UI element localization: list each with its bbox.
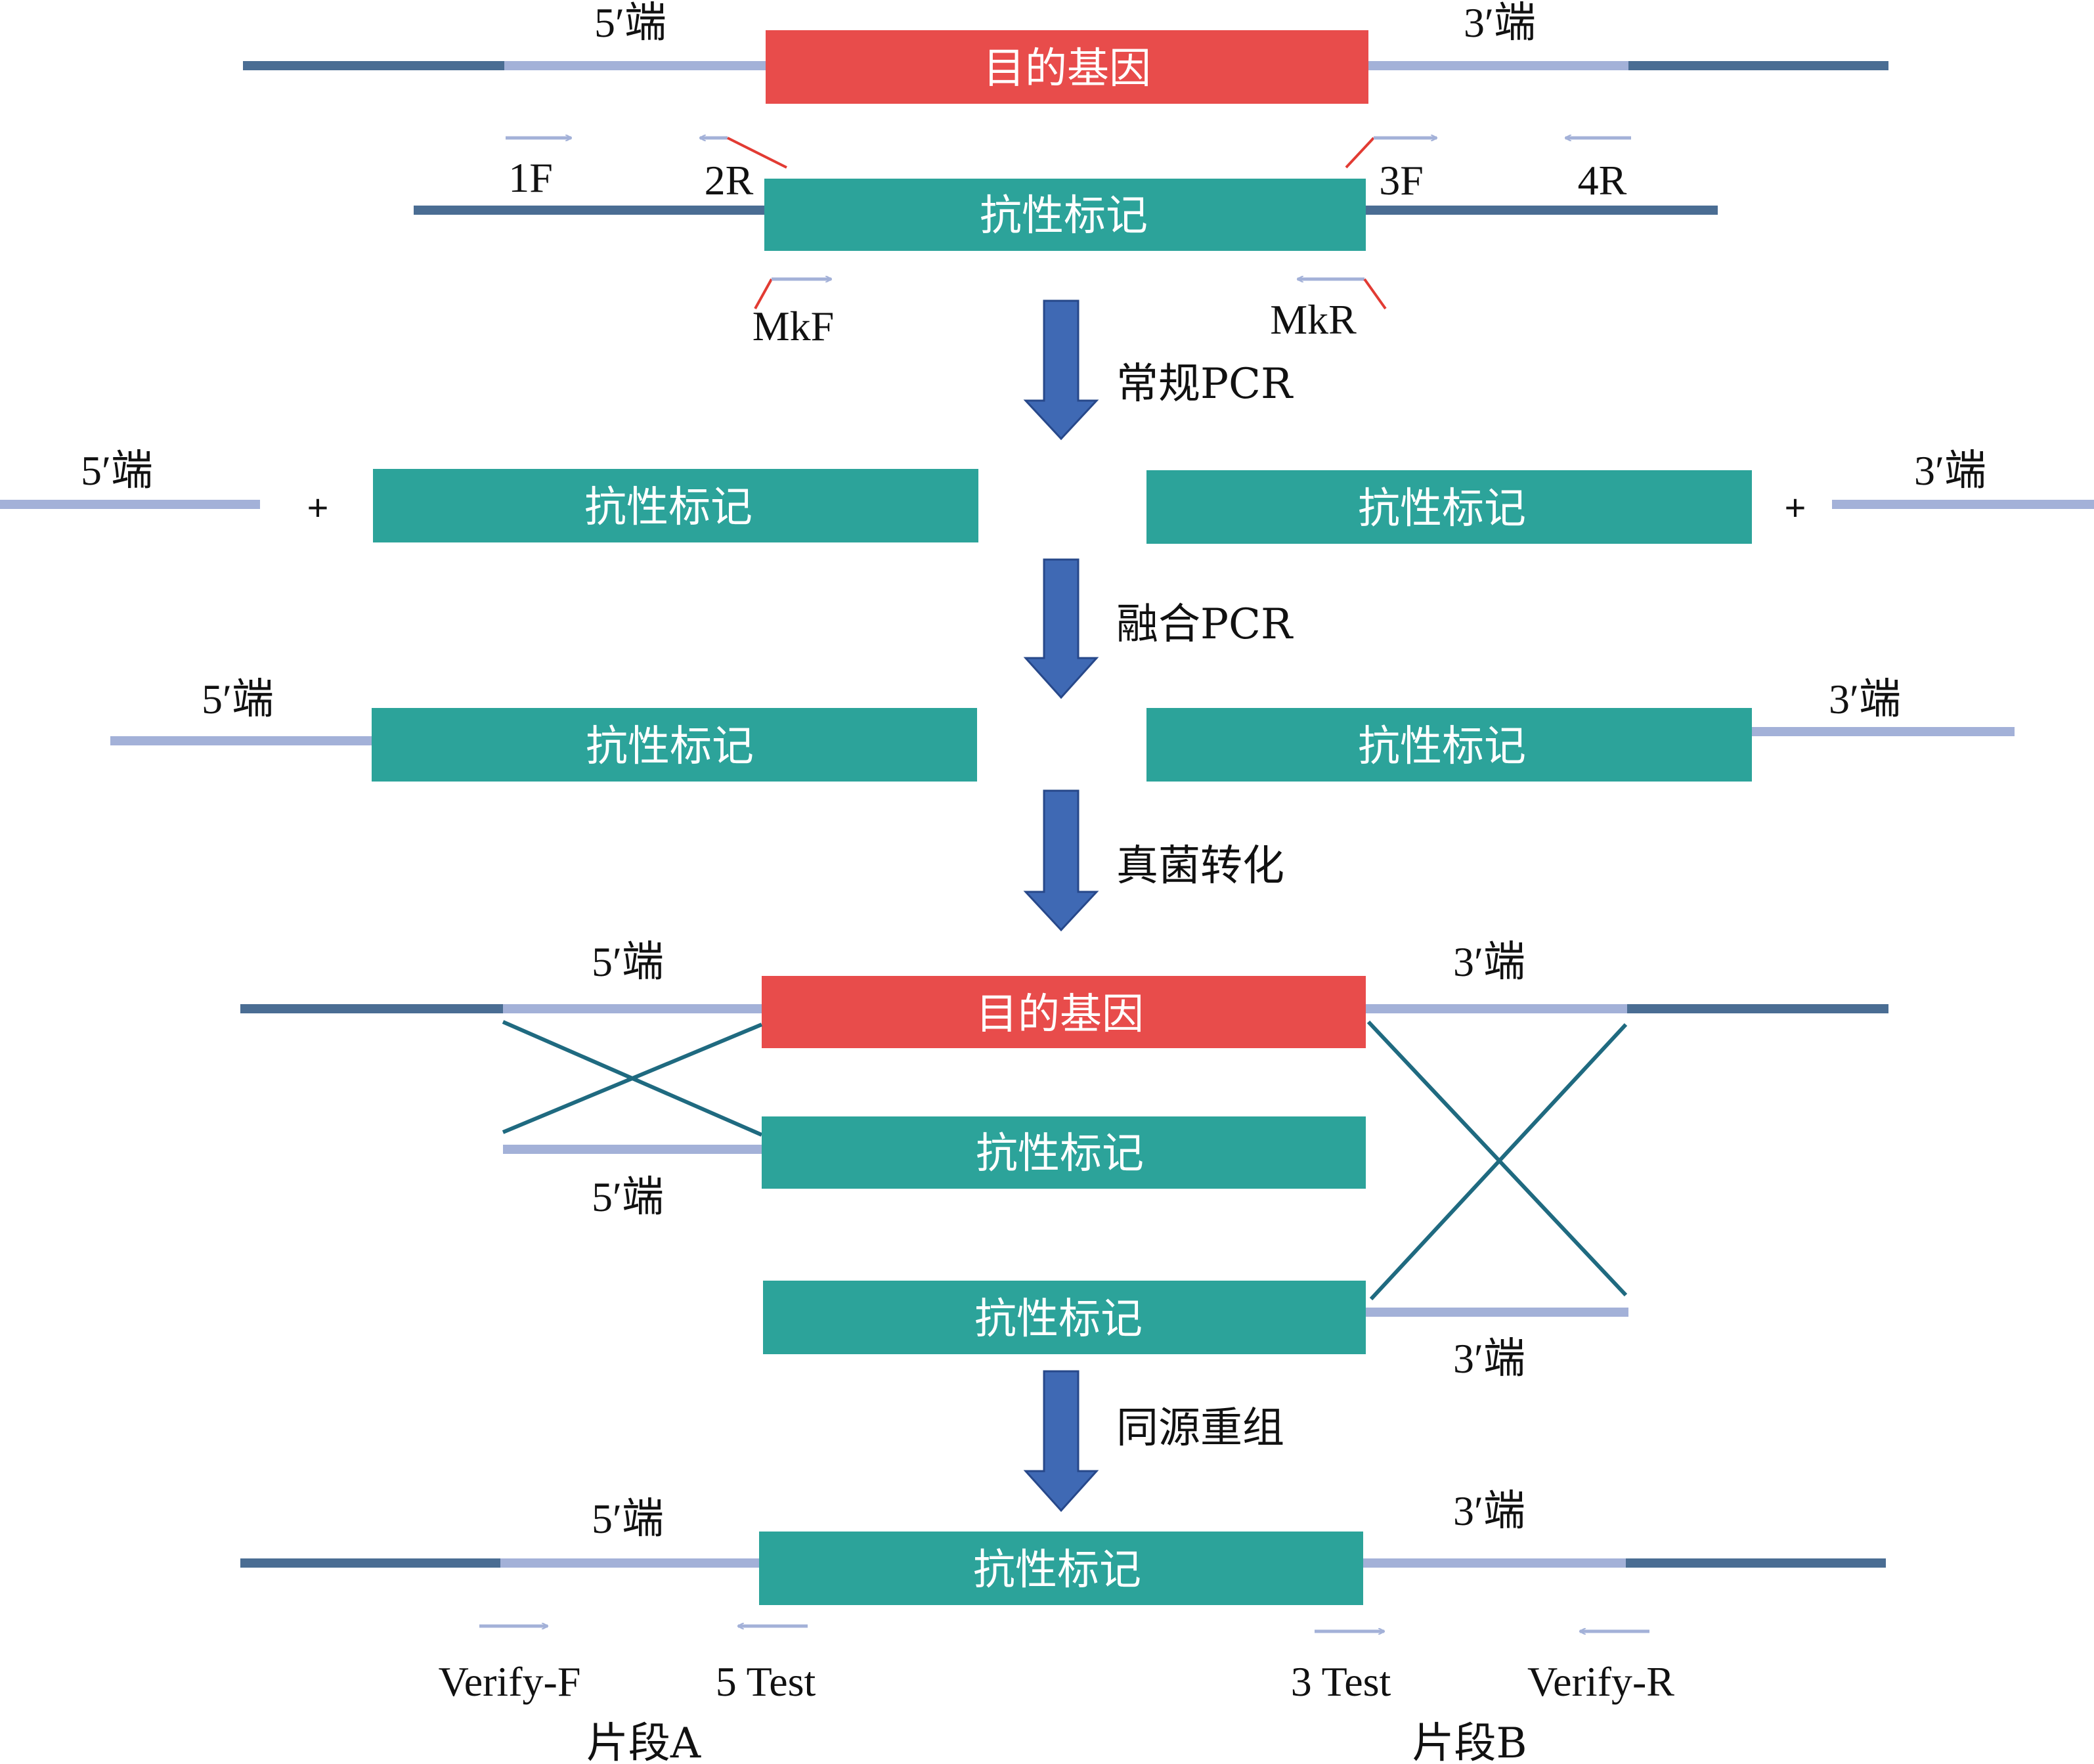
marker-box	[763, 1281, 1366, 1354]
fragment-a-label: 片段A	[586, 1719, 701, 1764]
primer-tail-MkR	[1363, 278, 1387, 310]
crossover-line	[502, 1023, 763, 1134]
plus-sign: +	[307, 487, 329, 528]
row-fusion-products: 5′端 抗性标记 抗性标记 3′端	[110, 676, 2015, 782]
marker-box	[372, 708, 977, 782]
step-label: 真菌转化	[1116, 842, 1284, 891]
primer-MkR-label: MkR	[1270, 296, 1357, 343]
step-fungal-transformation: 真菌转化	[1023, 789, 1284, 932]
primer-tail-3F	[1345, 137, 1375, 169]
five-end-label: 5′端	[594, 0, 666, 46]
three-end-label: 3′端	[1464, 0, 1536, 46]
step-conventional-pcr: 常规PCR	[1023, 299, 1294, 441]
target-gene-label: 目的基因	[983, 45, 1151, 93]
fragment-b-label: 片段B	[1412, 1719, 1527, 1764]
marker-box	[1146, 708, 1752, 782]
target-gene-box	[766, 30, 1368, 104]
step-label: 同源重组	[1116, 1404, 1284, 1453]
target-gene-box	[762, 976, 1366, 1048]
primer-tail-MkF	[754, 278, 773, 309]
primer-verify-F-label: Verify-F	[439, 1658, 581, 1705]
three-end-label: 3′端	[1829, 676, 1901, 722]
primer-2R-label: 2R	[705, 157, 754, 204]
target-gene-label: 目的基因	[976, 990, 1144, 1039]
crossover-line	[1369, 1023, 1628, 1301]
marker-label: 抗性标记	[973, 1546, 1141, 1595]
crossover-line	[1366, 1020, 1628, 1297]
three-end-label: 3′端	[1914, 447, 1986, 494]
primer-3F-label: 3F	[1379, 157, 1424, 204]
marker-box	[762, 1116, 1366, 1189]
five-end-label: 5′端	[592, 938, 664, 985]
primer-5-test-label: 5 Test	[716, 1658, 816, 1705]
step-arrow	[1023, 299, 1099, 441]
three-end-label: 3′端	[1453, 1335, 1525, 1382]
step-label: 融合PCR	[1116, 600, 1294, 649]
primer-3-test-label: 3 Test	[1291, 1658, 1391, 1705]
row-primer-design: 1F 2R 3F 4R 抗性标记 MkF MkR	[414, 138, 1718, 349]
marker-label: 抗性标记	[1358, 485, 1526, 533]
step-arrow	[1023, 558, 1099, 699]
primer-tail-2R	[727, 137, 787, 169]
marker-label: 抗性标记	[584, 483, 753, 532]
primer-1F-label: 1F	[508, 154, 553, 201]
five-end-label: 5′端	[592, 1174, 664, 1220]
five-end-label: 5′端	[81, 447, 153, 494]
marker-label: 抗性标记	[976, 1130, 1144, 1178]
five-end-label: 5′端	[202, 676, 274, 722]
step-homologous-recombination: 同源重组	[1023, 1370, 1284, 1512]
marker-label: 抗性标记	[1358, 722, 1526, 771]
five-end-label: 5′端	[592, 1495, 664, 1542]
step-label: 常规PCR	[1116, 360, 1294, 408]
marker-box	[759, 1532, 1363, 1605]
row-verification: 5′端 3′端 抗性标记 Verify-F 5 Test 3 Test Veri…	[240, 1488, 1886, 1764]
marker-box	[373, 469, 978, 542]
row-pcr-products: 5′端 + 抗性标记 抗性标记 + 3′端	[0, 447, 2094, 544]
step-arrow	[1023, 1370, 1099, 1512]
marker-box	[764, 179, 1366, 251]
three-end-label: 3′端	[1453, 938, 1525, 985]
primer-4R-label: 4R	[1578, 157, 1627, 204]
plus-sign: +	[1785, 487, 1806, 528]
marker-label: 抗性标记	[980, 192, 1148, 240]
marker-label: 抗性标记	[974, 1295, 1143, 1344]
three-end-label: 3′端	[1453, 1488, 1525, 1534]
step-arrow	[1023, 789, 1099, 932]
primer-MkF-label: MkF	[753, 303, 835, 349]
step-fusion-pcr: 融合PCR	[1023, 558, 1294, 699]
marker-box	[1146, 470, 1752, 544]
row-genome: 目的基因 5′端 3′端	[243, 0, 1888, 104]
primer-verify-R-label: Verify-R	[1527, 1658, 1674, 1705]
row-recombination: 5′端 3′端 目的基因 抗性标记 5′端 抗性标记 3′端	[240, 938, 1888, 1382]
marker-label: 抗性标记	[586, 722, 754, 771]
